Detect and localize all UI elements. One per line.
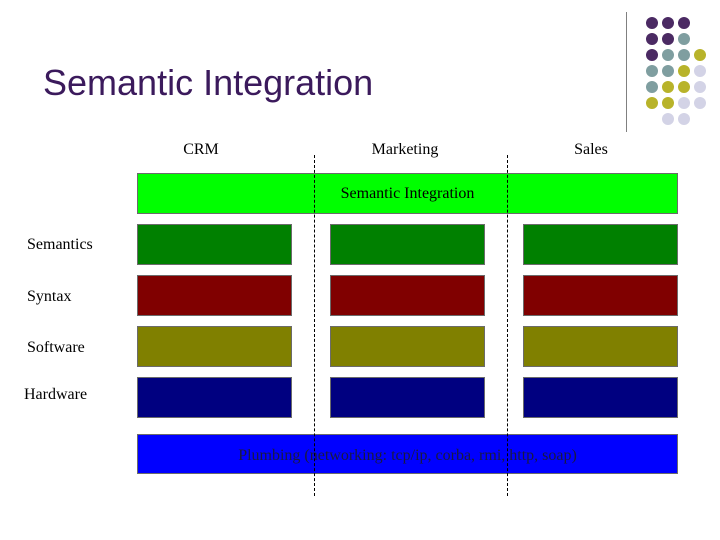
plumbing-label: Plumbing (networking: tcp/ip, corba, rmi…	[238, 447, 577, 464]
column-header-crm: CRM	[183, 141, 219, 158]
decorative-dot	[646, 81, 658, 93]
decorative-dot	[662, 49, 674, 61]
layer-box-hardware-marketing	[330, 377, 485, 418]
layer-box-semantics-sales	[523, 224, 678, 265]
decorative-dot	[646, 97, 658, 109]
column-header-sales: Sales	[574, 141, 608, 158]
plumbing-bar: Plumbing (networking: tcp/ip, corba, rmi…	[137, 434, 678, 474]
layer-box-hardware-crm	[137, 377, 292, 418]
decorative-dot	[678, 97, 690, 109]
decorative-dot	[694, 65, 706, 77]
layer-box-syntax-sales	[523, 275, 678, 316]
layer-label-software: Software	[27, 339, 85, 356]
decorative-dot	[646, 49, 658, 61]
decorative-dot	[646, 65, 658, 77]
decorative-dot	[678, 81, 690, 93]
decorative-dot	[694, 81, 706, 93]
layer-box-semantics-crm	[137, 224, 292, 265]
layer-box-software-crm	[137, 326, 292, 367]
semantic-integration-label: Semantic Integration	[340, 185, 475, 202]
layer-box-software-sales	[523, 326, 678, 367]
layer-label-hardware: Hardware	[24, 386, 88, 403]
decorative-dot	[662, 81, 674, 93]
slide-title: Semantic Integration	[43, 62, 374, 103]
decorative-dot	[662, 113, 674, 125]
layer-box-syntax-crm	[137, 275, 292, 316]
column-header-marketing: Marketing	[371, 141, 439, 158]
decorative-dot	[662, 65, 674, 77]
decorative-dot	[678, 49, 690, 61]
layer-label-semantics: Semantics	[27, 236, 93, 253]
decorative-dot	[694, 49, 706, 61]
decorative-dot	[694, 97, 706, 109]
decorative-dot	[662, 33, 674, 45]
decorative-dot	[646, 17, 658, 29]
column-separator-1	[314, 155, 315, 496]
decorative-dot	[662, 17, 674, 29]
layer-label-syntax: Syntax	[27, 288, 72, 305]
column-separator-2	[507, 155, 508, 496]
layer-box-software-marketing	[330, 326, 485, 367]
semantic-integration-bar: Semantic Integration	[137, 173, 678, 214]
title-divider-line	[626, 12, 627, 132]
decorative-dot	[662, 97, 674, 109]
decorative-dot	[678, 113, 690, 125]
decorative-dot	[678, 65, 690, 77]
layer-box-semantics-marketing	[330, 224, 485, 265]
layer-box-hardware-sales	[523, 377, 678, 418]
decorative-dot	[678, 33, 690, 45]
decorative-dot	[678, 17, 690, 29]
layer-box-syntax-marketing	[330, 275, 485, 316]
decorative-dot	[646, 33, 658, 45]
